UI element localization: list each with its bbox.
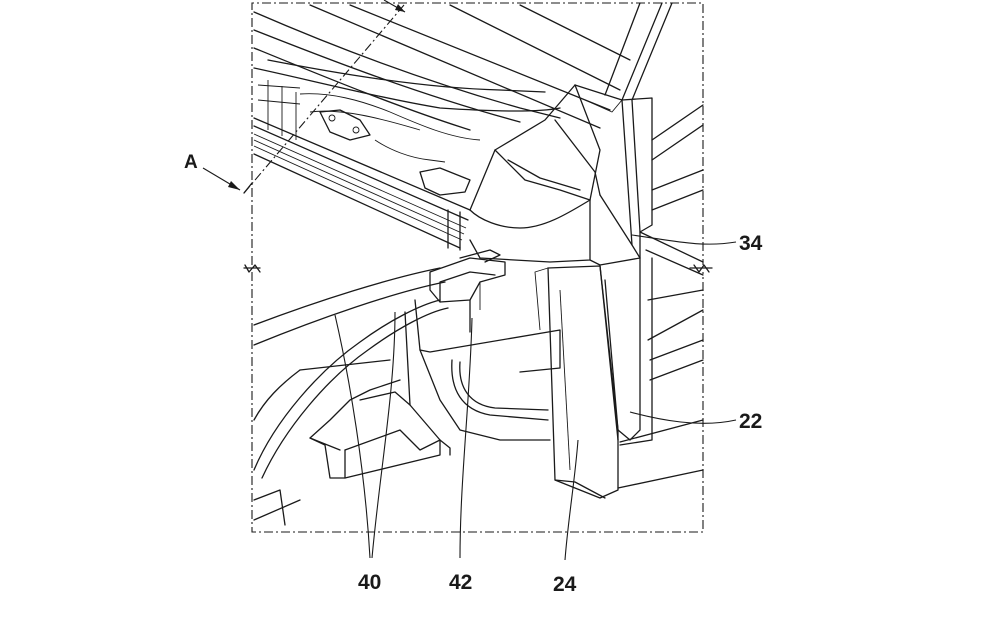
reference-numeral-42: 42 bbox=[449, 571, 472, 594]
upper-roof-structure bbox=[253, 4, 631, 196]
lower-floor-structure bbox=[253, 299, 561, 526]
reference-numeral-40: 40 bbox=[358, 571, 381, 594]
view-boundary-frame bbox=[243, 2, 713, 533]
clip-42 bbox=[429, 249, 506, 333]
vertical-member-22-24 bbox=[534, 257, 641, 499]
reference-numeral-24: 24 bbox=[553, 573, 577, 596]
reference-numeral-22: 22 bbox=[739, 410, 762, 433]
section-label-a: A bbox=[184, 152, 198, 173]
pillar-bracket-34 bbox=[469, 2, 673, 266]
reference-numeral-34: 34 bbox=[739, 232, 763, 255]
wire-harness-40 bbox=[253, 267, 449, 479]
longitudinal-member bbox=[253, 117, 471, 251]
right-background-structure bbox=[617, 104, 704, 489]
leader-lines bbox=[334, 234, 737, 561]
